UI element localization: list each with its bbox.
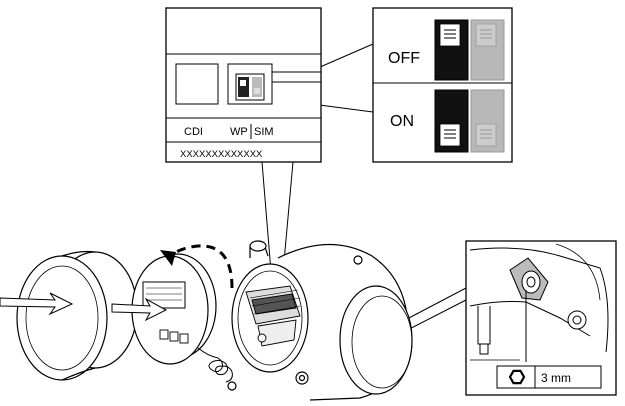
switch-on-inactive xyxy=(470,89,505,153)
cover-removal-arrow xyxy=(0,292,74,316)
pcb-label-sim: SIM xyxy=(254,126,274,138)
pcb-switch-wp xyxy=(238,77,249,97)
display-key-1 xyxy=(159,329,169,340)
display-cable xyxy=(197,347,233,383)
securing-clamp-panel: 3 mm xyxy=(465,240,617,396)
switch-state-off-label: OFF xyxy=(388,50,420,67)
rotation-arrow xyxy=(160,244,234,289)
switch-off-inactive xyxy=(470,19,505,81)
tool-size-label: 3 mm xyxy=(541,371,571,385)
pcb-detail-panel: CDI WP SIM XXXXXXXXXXXXX xyxy=(165,7,322,163)
display-removal-arrow xyxy=(111,297,168,322)
transmitter-housing xyxy=(231,240,413,401)
switch-state-on-label: ON xyxy=(390,113,414,130)
housing-cover xyxy=(0,250,138,381)
pcb-label-wp: WP xyxy=(230,126,248,138)
switch-on-active xyxy=(434,89,469,153)
tool-size-box xyxy=(496,365,602,389)
display-module xyxy=(111,253,237,391)
clamp-detail-drawing xyxy=(469,243,609,362)
display-key-3 xyxy=(179,333,189,344)
hex-key-icon xyxy=(508,369,526,385)
switch-zoom-panel: OFF ON xyxy=(372,7,513,163)
pcb-label-cdi: CDI xyxy=(184,126,203,138)
display-key-2 xyxy=(169,331,179,342)
electronics-module xyxy=(245,285,301,347)
switch-off-active xyxy=(434,19,469,81)
pcb-switch-sim xyxy=(252,77,262,97)
pcb-display-window xyxy=(175,63,219,105)
pcb-serial-number: XXXXXXXXXXXXX xyxy=(180,149,263,160)
